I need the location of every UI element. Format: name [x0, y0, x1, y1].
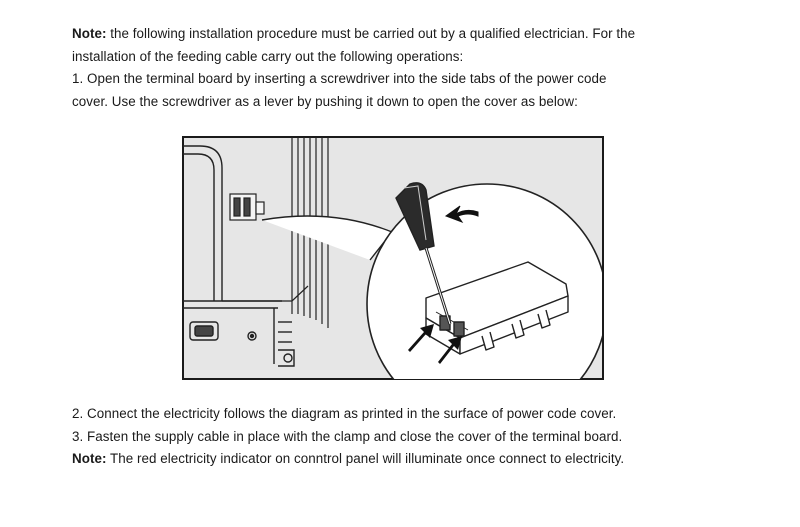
terminal-board-cover — [425, 261, 569, 355]
note-paragraph: Note: the following installation procedu… — [72, 23, 752, 46]
note-text-line-1: the following installation procedure mus… — [106, 26, 636, 41]
terminal-connector-small — [229, 193, 265, 221]
intro-text-block: Note: the following installation procedu… — [72, 23, 752, 113]
note-label: Note: — [72, 26, 107, 41]
direction-arrow-icon — [444, 205, 479, 224]
final-note-paragraph: Note: The red electricity indicator on c… — [72, 448, 772, 471]
screwdriver-icon — [395, 182, 452, 325]
step-1-line-2: cover. Use the screwdriver as a lever by… — [72, 93, 578, 109]
note-text-line-2: installation of the feeding cable carry … — [72, 48, 464, 64]
final-note-label: Note: — [72, 451, 107, 466]
installation-illustration — [182, 136, 604, 380]
step-3-line: 3. Fasten the supply cable in place with… — [72, 428, 623, 444]
callout-leader — [261, 215, 394, 261]
step-1-line-1: 1. Open the terminal board by inserting … — [72, 71, 607, 86]
appliance-cabinet — [183, 145, 223, 301]
step-2-line: 2. Connect the electricity follows the d… — [72, 406, 617, 421]
appliance-base — [183, 300, 295, 367]
final-note-text: The red electricity indicator on conntro… — [106, 451, 625, 466]
steps-text-block: 2. Connect the electricity follows the d… — [72, 403, 772, 471]
pointer-arrow-icons — [408, 324, 462, 364]
